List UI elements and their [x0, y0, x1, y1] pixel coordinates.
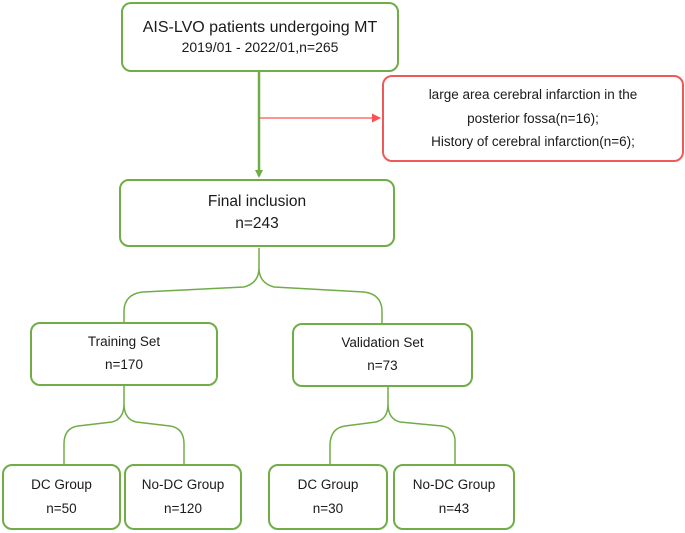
training-dc-group-title: DC Group: [31, 477, 92, 493]
validation-dc-group-title: DC Group: [297, 477, 359, 493]
source-population-count: 2019/01 - 2022/01,n=265: [181, 39, 339, 56]
exclusion-line-2: posterior fossa(n=16);: [467, 110, 599, 126]
source-population-box: AIS-LVO patients undergoing MT 2019/01 -…: [121, 2, 399, 72]
training-set-title: Training Set: [87, 334, 161, 350]
validation-set-title: Validation Set: [341, 335, 424, 351]
validation-dc-group-count: n=30: [312, 501, 344, 516]
validation-set-box: Validation Set n=73: [292, 323, 473, 387]
validation-dc-group-box: DC Group n=30: [268, 464, 388, 530]
validation-set-count: n=73: [367, 358, 398, 373]
exclusion-line-1: large area cerebral infarction in the: [428, 87, 638, 103]
brace-training-split: [63, 386, 185, 464]
training-dc-group-box: DC Group n=50: [2, 464, 121, 530]
validation-no-dc-group-box: No-DC Group n=43: [393, 464, 515, 530]
brace-final-split: [123, 248, 383, 323]
training-set-box: Training Set n=170: [30, 322, 218, 386]
training-dc-group-count: n=50: [46, 501, 77, 516]
exclusion-box: large area cerebral infarction in the po…: [382, 75, 684, 162]
training-no-dc-group-count: n=120: [164, 501, 202, 516]
training-no-dc-group-title: No-DC Group: [141, 477, 225, 493]
exclusion-line-3: History of cerebral infarction(n=6);: [431, 134, 635, 150]
validation-no-dc-group-count: n=43: [438, 501, 470, 516]
final-inclusion-title: Final inclusion: [207, 192, 307, 210]
brace-validation-split: [329, 387, 456, 464]
validation-no-dc-group-title: No-DC Group: [412, 477, 496, 493]
final-inclusion-count: n=243: [235, 215, 279, 232]
training-set-count: n=170: [105, 357, 143, 372]
final-inclusion-box: Final inclusion n=243: [119, 179, 395, 247]
training-no-dc-group-box: No-DC Group n=120: [124, 464, 242, 530]
source-population-title: AIS-LVO patients undergoing MT: [142, 18, 378, 36]
